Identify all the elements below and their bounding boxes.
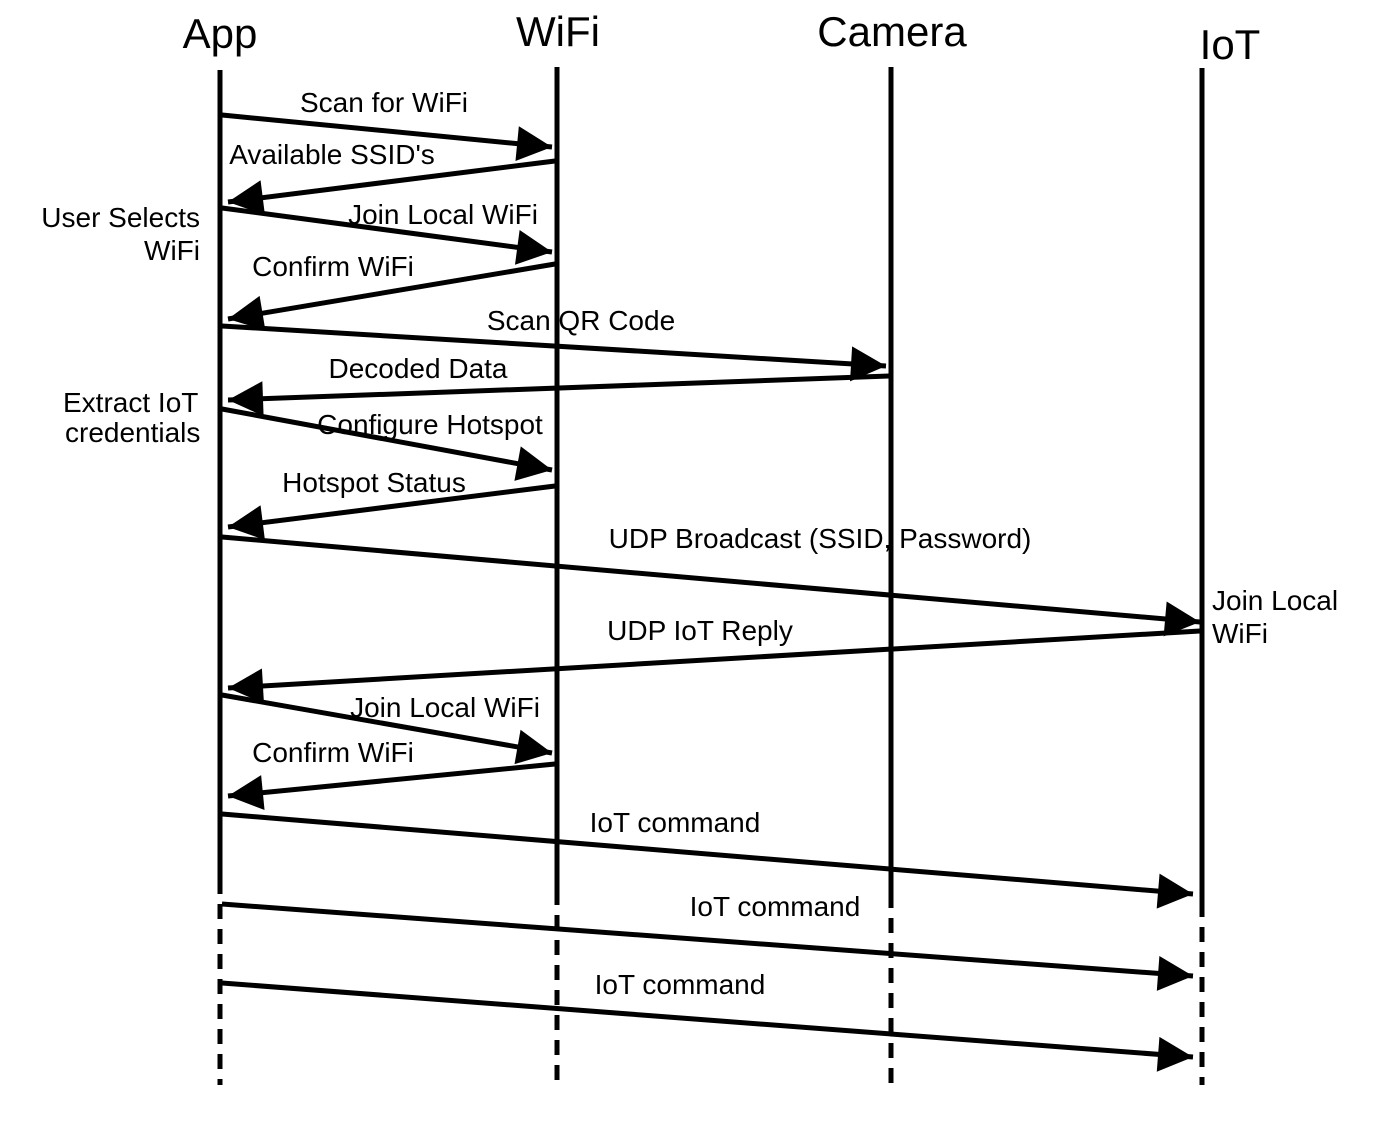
- message-arrow: [227, 261, 556, 331]
- message-arrow: [227, 158, 556, 216]
- message-arrow: [221, 205, 553, 265]
- message-iot-command-3: IoT command: [221, 969, 1194, 1072]
- message-arrow: [221, 901, 1194, 991]
- message-label: Configure Hotspot: [317, 409, 543, 440]
- message-arrow: [221, 980, 1194, 1072]
- message-udp-iot-reply: UDP IoT Reply: [227, 615, 1201, 704]
- message-arrow: [221, 112, 553, 162]
- actor-label-app: App: [183, 10, 258, 57]
- note-line: User Selects: [41, 202, 200, 233]
- note-line: WiFi: [1212, 618, 1268, 649]
- message-arrow: [221, 534, 1201, 637]
- message-label: Hotspot Status: [282, 467, 466, 498]
- message-label: Available SSID's: [229, 139, 435, 170]
- note-line: Extract IoT: [63, 387, 198, 418]
- message-udp-broadcast: UDP Broadcast (SSID, Password): [221, 523, 1201, 637]
- message-label: IoT command: [590, 807, 761, 838]
- message-label: Join Local WiFi: [350, 692, 540, 723]
- message-configure-hotspot: Configure Hotspot: [221, 406, 553, 481]
- message-scan-qr-code: Scan QR Code: [221, 305, 887, 382]
- message-join-local-wifi-1: Join Local WiFi: [221, 199, 553, 265]
- message-arrow: [227, 373, 890, 417]
- message-arrow: [227, 483, 556, 541]
- message-confirm-wifi-2: Confirm WiFi: [227, 737, 556, 811]
- message-arrow: [221, 692, 553, 765]
- message-confirm-wifi-1: Confirm WiFi: [227, 251, 556, 331]
- note-join-local-wifi: Join Local WiFi: [1212, 585, 1338, 649]
- message-label: Scan for WiFi: [300, 87, 468, 118]
- actor-label-camera: Camera: [817, 8, 967, 55]
- message-iot-command-1: IoT command: [221, 807, 1194, 909]
- message-iot-command-2: IoT command: [221, 891, 1194, 991]
- message-label: Scan QR Code: [487, 305, 675, 336]
- message-available-ssids: Available SSID's: [227, 139, 556, 216]
- actor-label-wifi: WiFi: [516, 8, 600, 55]
- note-line: WiFi: [144, 235, 200, 266]
- message-label: Confirm WiFi: [252, 251, 414, 282]
- note-line: Join Local: [1212, 585, 1338, 616]
- message-arrow: [221, 811, 1194, 909]
- message-scan-for-wifi: Scan for WiFi: [221, 87, 553, 162]
- message-label: Join Local WiFi: [348, 199, 538, 230]
- note-line: credentials: [65, 417, 200, 448]
- message-arrow: [221, 406, 553, 481]
- message-hotspot-status: Hotspot Status: [227, 467, 556, 541]
- message-label: UDP IoT Reply: [607, 615, 793, 646]
- message-decoded-data: Decoded Data: [227, 353, 890, 417]
- message-label: UDP Broadcast (SSID, Password): [609, 523, 1032, 554]
- note-extract-iot-credentials: Extract IoT credentials: [63, 387, 200, 448]
- message-label: Decoded Data: [328, 353, 507, 384]
- note-user-selects-wifi: User Selects WiFi: [41, 202, 200, 266]
- message-arrow: [221, 323, 887, 382]
- message-label: IoT command: [595, 969, 766, 1000]
- message-label: Confirm WiFi: [252, 737, 414, 768]
- message-label: IoT command: [690, 891, 861, 922]
- message-arrow: [227, 628, 1201, 704]
- actor-label-iot: IoT: [1200, 21, 1261, 68]
- message-arrow: [227, 761, 556, 811]
- message-join-local-wifi-2: Join Local WiFi: [221, 692, 553, 765]
